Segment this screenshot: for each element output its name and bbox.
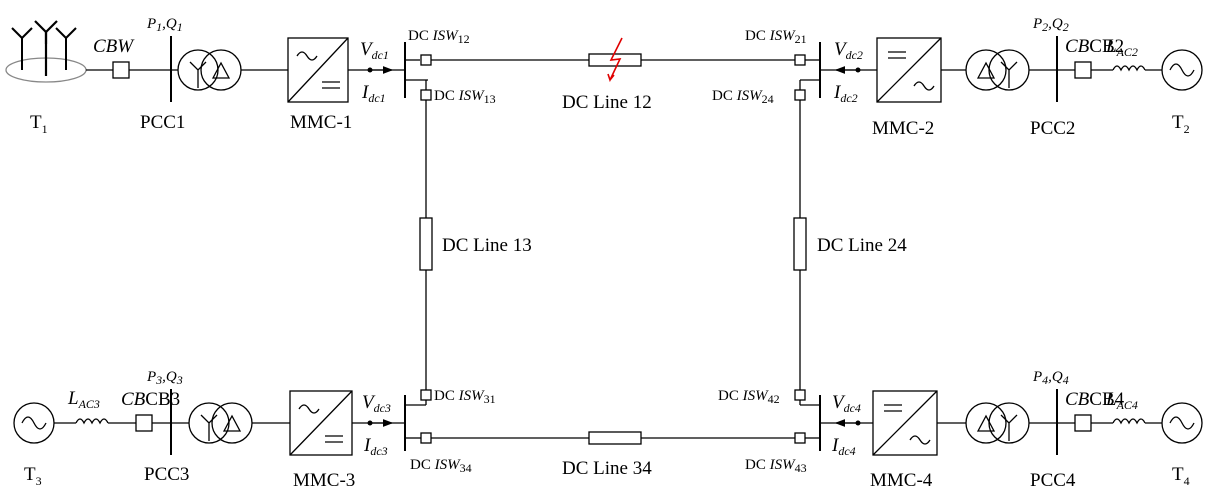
pcc3-pq: P3,Q3 bbox=[146, 369, 183, 387]
isw31-label: DC ISW31 bbox=[434, 388, 496, 406]
cb2-label: CBCB2 bbox=[1065, 36, 1124, 57]
transformer-2 bbox=[965, 49, 1030, 91]
lac3-label: LAC3 bbox=[67, 388, 100, 411]
mmc1-label: MMC-1 bbox=[290, 112, 352, 133]
mmc4-converter bbox=[872, 390, 938, 456]
cb2-breaker bbox=[1074, 61, 1092, 79]
transformer-1 bbox=[177, 49, 242, 91]
lac4-label: LAC4 bbox=[1105, 389, 1138, 412]
grid4-label: T4 bbox=[1172, 464, 1190, 488]
pcc1-pq: P1,Q1 bbox=[146, 16, 183, 34]
isw42-label: DC ISW42 bbox=[718, 388, 780, 406]
isw24-switch bbox=[794, 89, 806, 101]
isw34-switch bbox=[420, 432, 432, 444]
grid2-label: T2 bbox=[1172, 112, 1190, 136]
lac4-inductor bbox=[1112, 418, 1146, 425]
mmc3-label: MMC-3 bbox=[293, 470, 355, 491]
pcc4-label: PCC4 bbox=[1030, 470, 1076, 491]
cbw-breaker bbox=[112, 61, 130, 79]
isw13-switch bbox=[420, 89, 432, 101]
mmc3-idc: Idc3 bbox=[363, 435, 388, 458]
lac2-inductor bbox=[1112, 65, 1146, 72]
cb3-breaker bbox=[135, 414, 153, 432]
mmc4-label: MMC-4 bbox=[870, 470, 933, 491]
dc-line-24-body bbox=[793, 217, 807, 271]
isw13-label: DC ISW13 bbox=[434, 88, 496, 106]
isw24-label: DC ISW24 bbox=[712, 88, 774, 106]
mmc2-idc: Idc2 bbox=[833, 82, 858, 105]
isw42-switch bbox=[794, 389, 806, 401]
isw21-label: DC ISW21 bbox=[745, 28, 807, 46]
fault-icon bbox=[607, 37, 623, 83]
dc-line-13-body bbox=[419, 217, 433, 271]
isw21-switch bbox=[794, 54, 806, 66]
mmc2-label: MMC-2 bbox=[872, 118, 934, 139]
wind-farm: T1 bbox=[5, 20, 87, 136]
pcc3-label: PCC3 bbox=[144, 464, 189, 485]
dc-line-34-label: DC Line 34 bbox=[562, 458, 652, 479]
cb4-label: CBCB4 bbox=[1065, 389, 1125, 410]
dc-line-12-label: DC Line 12 bbox=[562, 92, 652, 113]
pcc1-label: PCC1 bbox=[140, 112, 185, 133]
dc-line-34-body bbox=[588, 431, 642, 445]
cbw-label: CBW bbox=[93, 36, 135, 57]
isw12-label: DC ISW12 bbox=[408, 28, 470, 46]
mmc3-vdc: Vdc3 bbox=[362, 392, 391, 415]
mmc1-idc: Idc1 bbox=[361, 82, 386, 105]
wind-farm-label: T1 bbox=[30, 112, 48, 136]
lac3-inductor bbox=[75, 418, 109, 425]
mmc1-converter bbox=[287, 37, 349, 103]
dc-line-24-label: DC Line 24 bbox=[817, 235, 907, 256]
isw43-label: DC ISW43 bbox=[745, 457, 807, 475]
dc-line-13-label: DC Line 13 bbox=[442, 235, 532, 256]
mmc1-vdc: Vdc1 bbox=[360, 39, 389, 62]
isw34-label: DC ISW34 bbox=[410, 457, 472, 475]
mmc2-converter bbox=[876, 37, 942, 103]
mmc3-converter bbox=[289, 390, 353, 456]
cb4-breaker bbox=[1074, 414, 1092, 432]
pcc4-pq: P4,Q4 bbox=[1032, 369, 1069, 387]
pcc2-label: PCC2 bbox=[1030, 118, 1075, 139]
wind-turbine-icon bbox=[11, 20, 77, 76]
mmc4-idc: Idc4 bbox=[831, 435, 856, 458]
grid3-label: T3 bbox=[24, 464, 42, 488]
mmc2-vdc: Vdc2 bbox=[834, 39, 863, 62]
lac2-label: LAC2 bbox=[1105, 36, 1138, 59]
pcc2-pq: P2,Q2 bbox=[1032, 16, 1069, 34]
isw31-switch bbox=[420, 389, 432, 401]
transformer-3 bbox=[188, 402, 253, 444]
isw12-switch bbox=[420, 54, 432, 66]
mmc4-vdc: Vdc4 bbox=[832, 392, 861, 415]
isw43-switch bbox=[794, 432, 806, 444]
transformer-4 bbox=[965, 402, 1030, 444]
